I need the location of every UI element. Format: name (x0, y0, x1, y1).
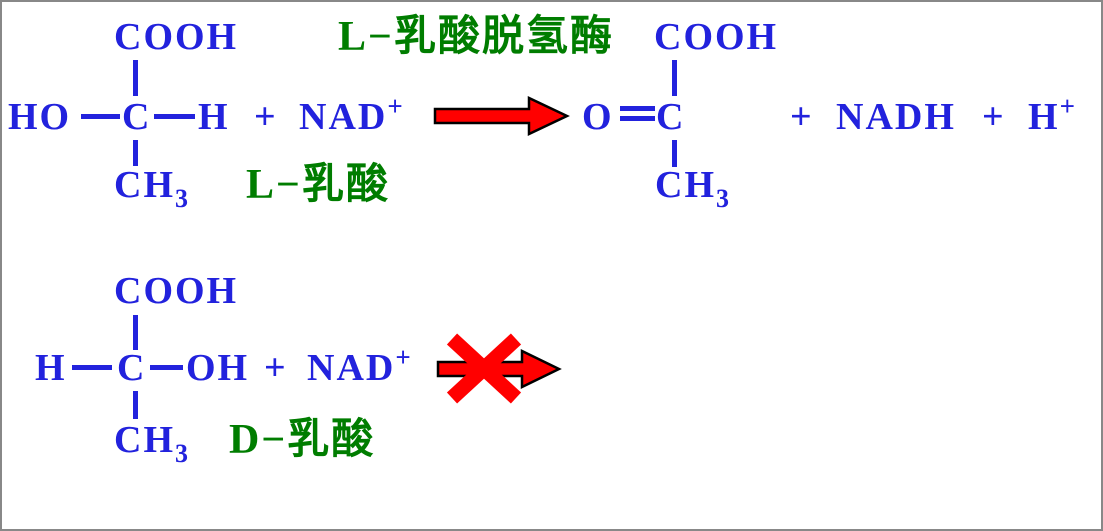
substrate-methyl-group: CH3 (114, 164, 188, 212)
methyl-subscript: 3 (175, 184, 188, 213)
substrate-carboxyl-group: COOH (114, 16, 239, 58)
bond-vertical (672, 60, 677, 96)
enzyme-label: L−乳酸脱氢酶 (338, 14, 614, 60)
hydrogen-ion: H+ (1028, 93, 1075, 138)
plus-sign: + (254, 96, 278, 138)
d-substrate-hydroxyl-atom: OH (186, 347, 250, 389)
substrate-hydroxyl-atom: HO (8, 96, 72, 138)
nadh-product: NADH (836, 96, 956, 138)
d-substrate-name-label: D−乳酸 (229, 417, 376, 463)
h-ion-text: H (1028, 96, 1060, 138)
double-bond-upper (620, 106, 655, 111)
product-methyl-group: CH3 (655, 164, 729, 212)
d-substrate-methyl-group: CH3 (114, 419, 188, 467)
substrate-hydrogen-atom: H (198, 96, 230, 138)
bond-horizontal (81, 114, 120, 119)
nad-cofactor: NAD+ (307, 344, 411, 389)
bond-horizontal (72, 365, 112, 370)
plus-sign: + (264, 347, 288, 389)
bond-horizontal (154, 114, 195, 119)
methyl-text: CH (655, 164, 716, 206)
methyl-subscript: 3 (175, 439, 188, 468)
substrate-name-label: L−乳酸 (246, 162, 390, 208)
bond-horizontal (150, 365, 183, 370)
bond-vertical (133, 315, 138, 350)
bond-vertical (672, 140, 677, 167)
product-center-carbon: C (656, 96, 686, 138)
product-carboxyl-group: COOH (654, 16, 779, 58)
bond-vertical (133, 60, 138, 96)
methyl-subscript: 3 (716, 184, 729, 213)
methyl-text: CH (114, 164, 175, 206)
reaction-arrow-icon (433, 96, 570, 136)
d-substrate-center-carbon: C (117, 347, 147, 389)
h-ion-superscript: + (1059, 91, 1075, 121)
nad-text: NAD (307, 347, 396, 389)
methyl-text: CH (114, 419, 175, 461)
plus-sign: + (982, 96, 1006, 138)
nad-superscript: + (387, 91, 403, 121)
nad-superscript: + (395, 342, 411, 372)
blocked-reaction-arrow-icon (436, 333, 562, 404)
product-oxygen-atom: O (582, 96, 614, 138)
nad-text: NAD (299, 96, 388, 138)
d-substrate-hydrogen-atom: H (35, 347, 67, 389)
plus-sign: + (790, 96, 814, 138)
double-bond-lower (620, 116, 655, 121)
d-substrate-carboxyl-group: COOH (114, 270, 239, 312)
bond-vertical (133, 391, 138, 419)
bond-vertical (133, 140, 138, 166)
substrate-center-carbon: C (122, 96, 152, 138)
nad-cofactor: NAD+ (299, 93, 403, 138)
